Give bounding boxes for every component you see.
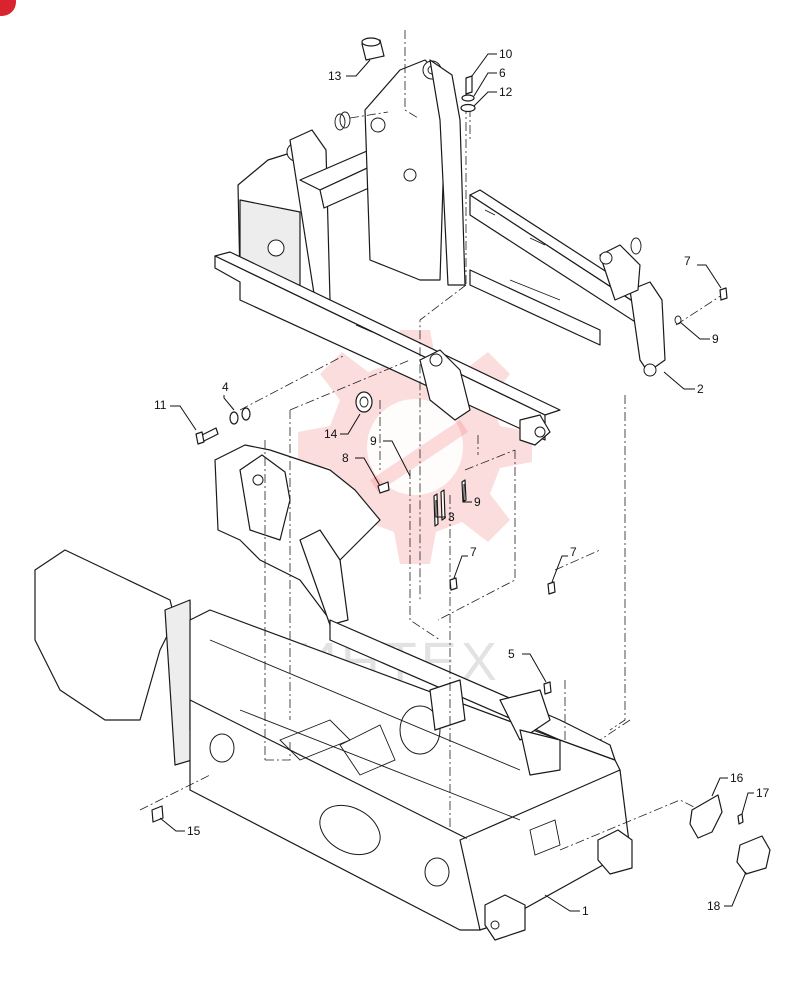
callout-18: 18 bbox=[707, 899, 721, 913]
callout-9-lower: 9 bbox=[474, 495, 481, 509]
callout-4: 4 bbox=[222, 380, 229, 394]
alignment-lines bbox=[139, 30, 723, 851]
callout-3: 3 bbox=[448, 510, 455, 524]
callout-7-middle: 7 bbox=[470, 545, 477, 559]
callout-10: 10 bbox=[499, 47, 513, 61]
callout-8: 8 bbox=[342, 451, 349, 465]
callout-16: 16 bbox=[730, 771, 744, 785]
callout-9-center: 9 bbox=[370, 434, 377, 448]
callouts: 13 10 6 12 7 9 2 4 11 14 9 8 3 bbox=[154, 47, 770, 918]
cover-plate-part bbox=[736, 835, 771, 875]
callout-15: 15 bbox=[187, 824, 201, 838]
callout-17: 17 bbox=[756, 786, 770, 800]
loader-tower-frame bbox=[214, 59, 666, 446]
callout-5: 5 bbox=[508, 647, 515, 661]
callout-14: 14 bbox=[324, 427, 338, 441]
hardware-items bbox=[151, 37, 771, 875]
callout-7-lower: 7 bbox=[570, 545, 577, 559]
bushing-part bbox=[361, 37, 385, 61]
callout-1: 1 bbox=[582, 904, 589, 918]
callout-2: 2 bbox=[697, 382, 704, 396]
main-chassis-frame bbox=[34, 444, 633, 941]
callout-7-upper: 7 bbox=[684, 254, 691, 268]
callout-9-right: 9 bbox=[712, 332, 719, 346]
callout-13: 13 bbox=[328, 69, 342, 83]
callout-12: 12 bbox=[499, 85, 513, 99]
corner-badge bbox=[0, 0, 16, 16]
callout-6: 6 bbox=[499, 66, 506, 80]
callout-11: 11 bbox=[154, 398, 167, 412]
mount-bracket-part bbox=[689, 794, 723, 839]
